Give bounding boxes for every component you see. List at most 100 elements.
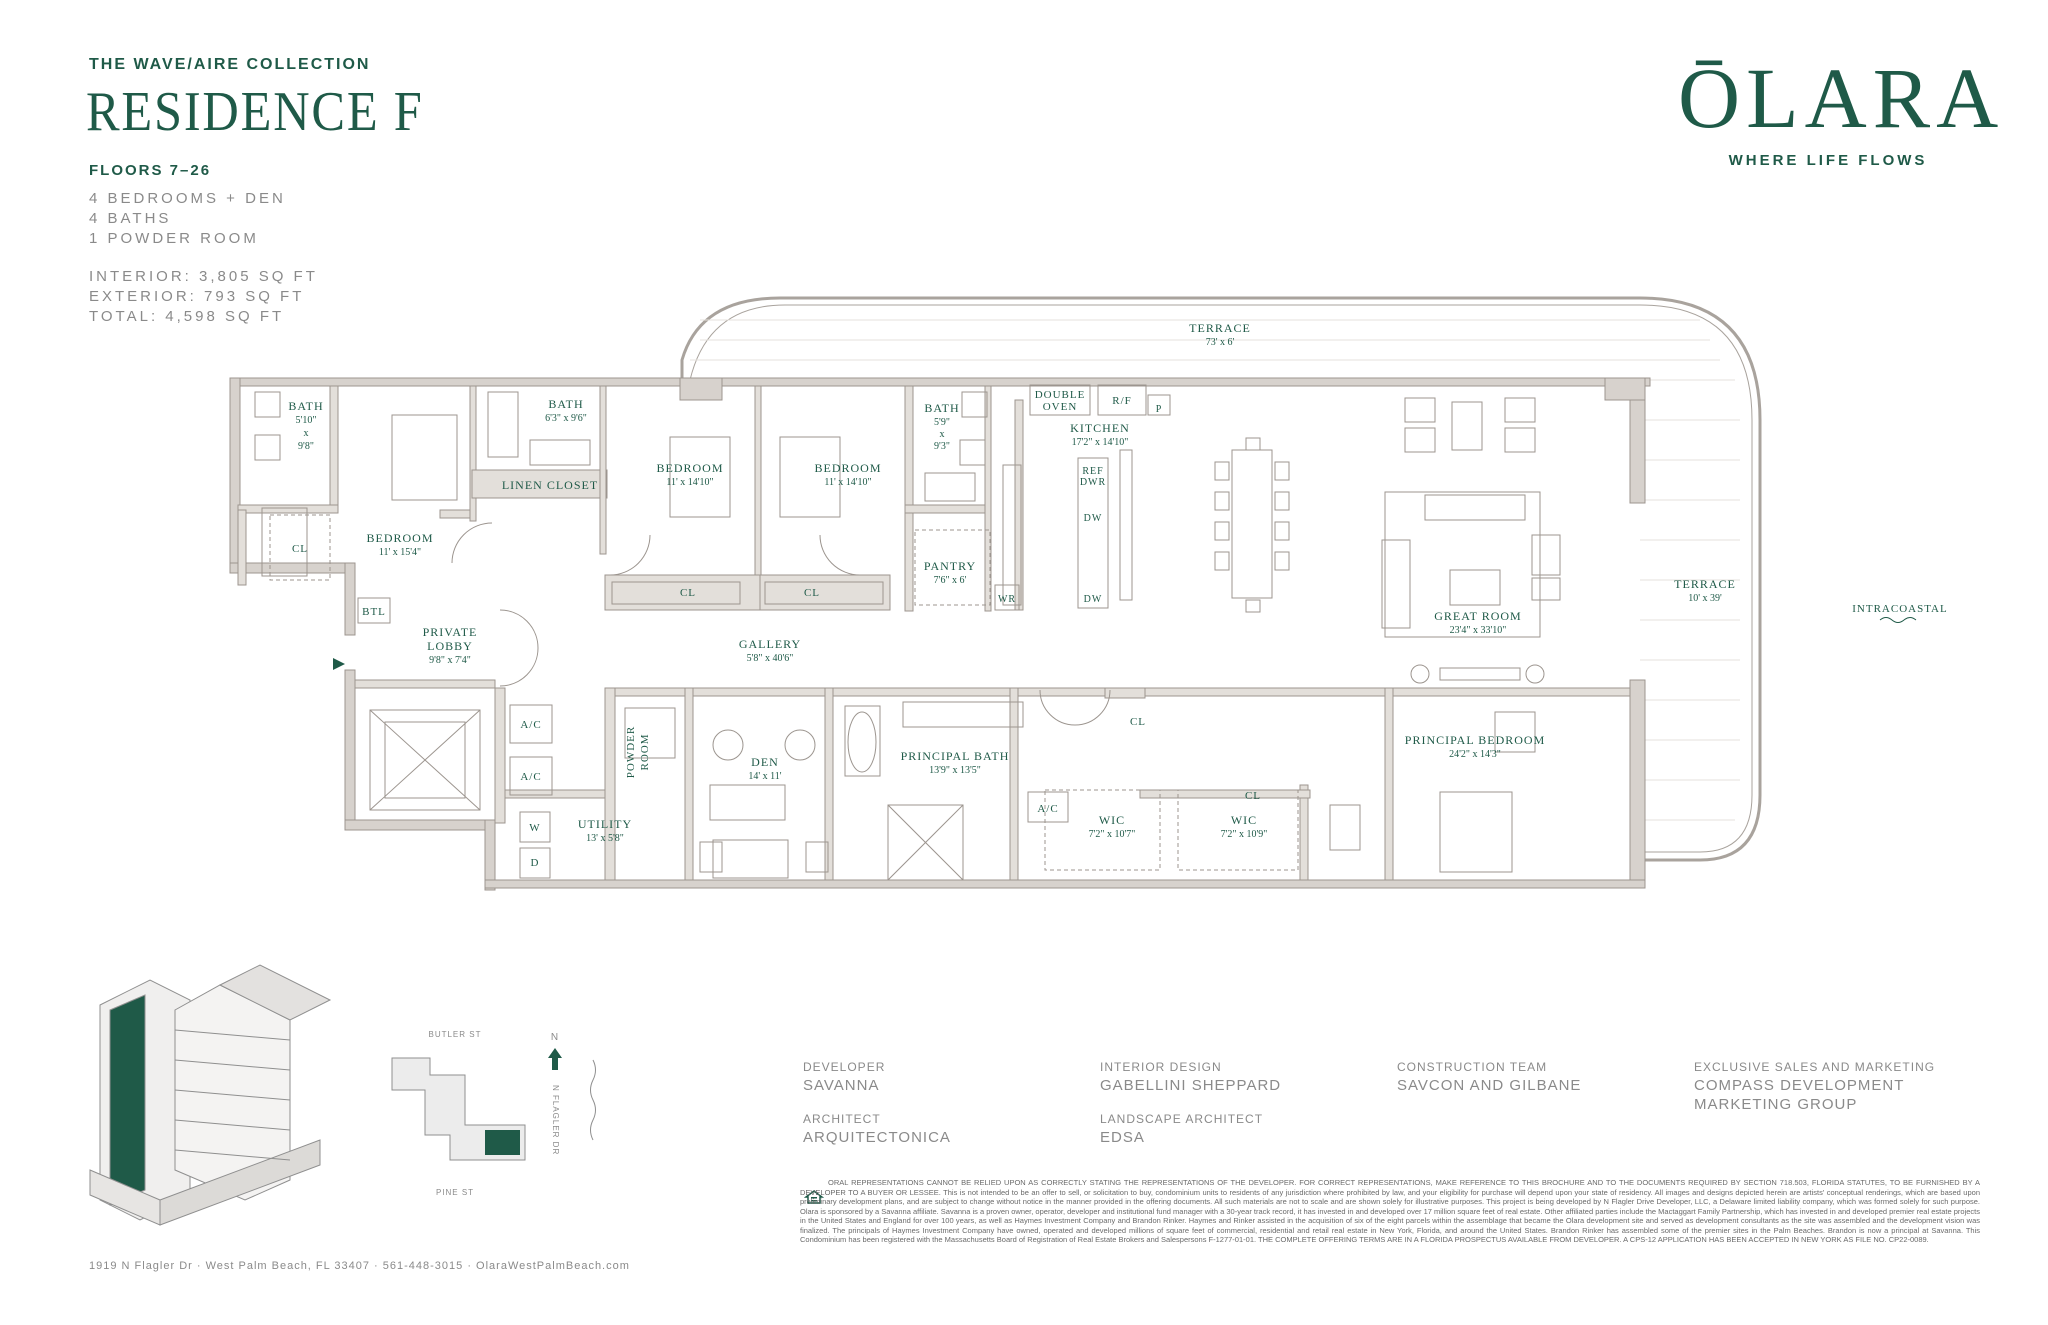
bath3-dim3: 9'3" <box>934 441 950 452</box>
gallery-label: GALLERY <box>739 637 801 651</box>
baths-spec: 4 BATHS <box>89 210 172 227</box>
residence-title: RESIDENCE F <box>86 81 424 143</box>
legal-disclaimer: ORAL REPRESENTATIONS CANNOT BE RELIED UP… <box>800 1178 1980 1244</box>
developer-value: SAVANNA <box>803 1077 880 1094</box>
exterior-sqft: EXTERIOR: 793 SQ FT <box>89 288 305 305</box>
sales-value-1: COMPASS DEVELOPMENT <box>1694 1077 1905 1094</box>
exterior-walls <box>229 377 1651 891</box>
wic1-label: WIC <box>1099 813 1125 827</box>
utility-label: UTILITY <box>578 817 632 831</box>
developer-credit: DEVELOPER SAVANNA <box>803 1060 885 1094</box>
bath3-label: BATH <box>924 401 959 415</box>
kitchen-cabinetry <box>994 384 1171 611</box>
ac3-label: A/C <box>1037 803 1058 815</box>
elevator <box>369 709 481 811</box>
ref-label-2: DWR <box>1080 477 1106 488</box>
bath1-dim1: 5'10" <box>296 415 317 426</box>
private-lobby-dim: 9'8" x 7'4" <box>429 655 471 666</box>
pantry-label: PANTRY <box>924 559 976 573</box>
site-map: BUTLER ST PINE ST N FLAGLER DR N <box>391 1030 596 1197</box>
terrace-right-label: TERRACE <box>1674 577 1736 591</box>
den-furniture <box>699 729 829 879</box>
wic2-dim: 7'2" x 10'9" <box>1221 829 1268 840</box>
great-room-label: GREAT ROOM <box>1434 609 1521 623</box>
cl-bedroom3-label: CL <box>804 587 820 599</box>
cl-bedroom1-label: CL <box>292 543 308 555</box>
sales-label: EXCLUSIVE SALES AND MARKETING <box>1694 1060 1936 1074</box>
bedroom2-label: BEDROOM <box>656 461 723 475</box>
room-labels: TERRACE 73' x 6' TERRACE 10' x 39' INTRA… <box>288 321 1947 869</box>
den-dim: 14' x 11' <box>748 771 781 782</box>
ac2-label: A/C <box>520 771 541 783</box>
bath1-label: BATH <box>288 399 323 413</box>
btl-label: BTL <box>362 606 386 618</box>
great-room-furniture <box>1381 397 1561 684</box>
dining-table <box>1214 437 1290 613</box>
bath1-dim3: 9'8" <box>298 441 314 452</box>
interior-label: INTERIOR DESIGN <box>1100 1060 1222 1074</box>
rf-label: R/F <box>1112 395 1132 407</box>
door-swings <box>451 522 1111 726</box>
terrace-right-dim: 10' x 39' <box>1688 593 1722 604</box>
terrace-paving <box>690 319 1740 821</box>
wr-label: WR <box>998 594 1016 605</box>
butler-st-label: BUTLER ST <box>428 1030 481 1039</box>
dw2-label: DW <box>1084 594 1103 605</box>
terrace-top-label: TERRACE <box>1189 321 1251 335</box>
bath3-dim2: x <box>940 429 945 440</box>
principal-bath-dim: 13'9" x 13'5" <box>929 765 981 776</box>
interior-credit: INTERIOR DESIGN GABELLINI SHEPPARD <box>1100 1060 1281 1094</box>
architect-label: ARCHITECT <box>803 1112 881 1126</box>
bedroom1-dim: 11' x 15'4" <box>379 547 421 558</box>
flagler-dr-label: N FLAGLER DR <box>551 1085 560 1155</box>
washer-label: W <box>529 822 540 834</box>
interior-value: GABELLINI SHEPPARD <box>1100 1077 1282 1094</box>
building-rendering <box>89 964 332 1226</box>
wic2-label: WIC <box>1231 813 1257 827</box>
cl-wic-label: CL <box>1245 790 1261 802</box>
terrace-top-dim: 73' x 6' <box>1206 337 1235 348</box>
equal-housing-icon <box>804 1190 824 1204</box>
pine-st-label: PINE ST <box>436 1188 474 1197</box>
water-wave-icon <box>1879 617 1917 623</box>
cl-bedroom2-label: CL <box>680 587 696 599</box>
principal-bedroom-dim: 24'2" x 14'3" <box>1449 749 1501 760</box>
den-label: DEN <box>751 755 779 769</box>
principal-bath-label: PRINCIPAL BATH <box>901 749 1010 763</box>
north-arrow-icon <box>548 1048 562 1070</box>
bedroom3-dim: 11' x 14'10" <box>824 477 871 488</box>
ac1-label: A/C <box>520 719 541 731</box>
utility-dim: 13' x 5'8" <box>586 833 624 844</box>
powder-room-label-2: ROOM <box>639 733 651 770</box>
entry-arrow <box>333 658 345 670</box>
double-oven-label-2: OVEN <box>1043 401 1078 413</box>
bedroom3-label: BEDROOM <box>814 461 881 475</box>
great-room-dim: 23'4" x 33'10" <box>1450 625 1507 636</box>
powder-spec: 1 POWDER ROOM <box>89 230 259 247</box>
developer-label: DEVELOPER <box>803 1060 886 1074</box>
principal-bedroom-label: PRINCIPAL BEDROOM <box>1405 733 1545 747</box>
floors-label: FLOORS 7–26 <box>89 162 212 179</box>
construction-value: SAVCON AND GILBANE <box>1397 1077 1582 1094</box>
closet-lines <box>269 514 1299 871</box>
cl-gallery-label: CL <box>1130 716 1146 728</box>
collection-label: THE WAVE/AIRE COLLECTION <box>89 56 371 73</box>
kitchen-dim: 17'2" x 14'10" <box>1072 437 1129 448</box>
bath3-dim1: 5'9" <box>934 417 950 428</box>
pantry-p-label: P <box>1156 404 1163 415</box>
construction-credit: CONSTRUCTION TEAM SAVCON AND GILBANE <box>1397 1060 1581 1094</box>
architect-credit: ARCHITECT ARQUITECTONICA <box>803 1112 951 1146</box>
footer-contact: 1919 N Flagler Dr · West Palm Beach, FL … <box>89 1260 630 1272</box>
dryer-label: D <box>531 857 540 869</box>
intracoastal-label: INTRACOASTAL <box>1852 603 1947 615</box>
bath2-dim: 6'3" x 9'6" <box>545 413 587 424</box>
olara-logo: ŌLARA <box>1678 50 2005 146</box>
construction-label: CONSTRUCTION TEAM <box>1397 1060 1548 1074</box>
linen-closet-label: LINEN CLOSET <box>502 478 598 492</box>
ref-label-1: REF <box>1082 466 1103 477</box>
kitchen-label: KITCHEN <box>1070 421 1130 435</box>
bedroom2-dim: 11' x 14'10" <box>666 477 713 488</box>
sales-value-2: MARKETING GROUP <box>1694 1096 1858 1113</box>
north-label: N <box>551 1032 559 1043</box>
bedroom-furniture <box>391 414 1536 873</box>
